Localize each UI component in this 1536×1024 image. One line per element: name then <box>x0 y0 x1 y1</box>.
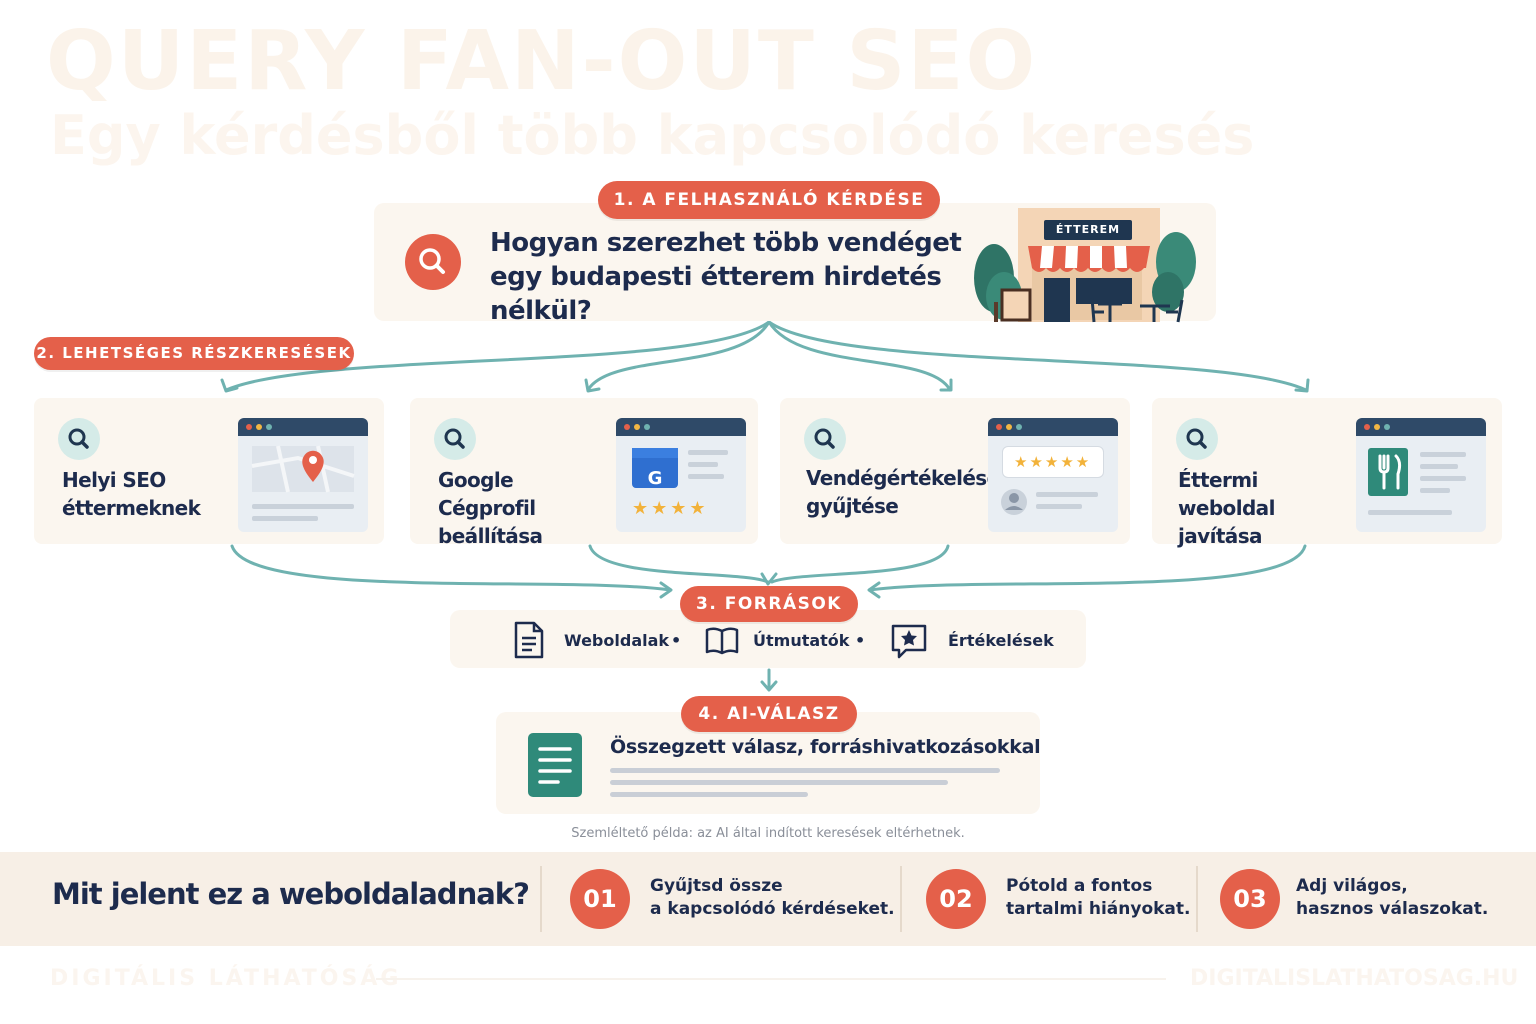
takeaway-line: Gyűjtsd össze <box>650 876 783 896</box>
divider <box>1196 866 1198 932</box>
step-number: 03 <box>1220 869 1280 929</box>
page-subtitle: Egy kérdésből több kapcsolódó keresés <box>50 104 1255 167</box>
footer-brand: DIGITÁLIS LÁTHATÓSÁG <box>50 966 402 991</box>
book-icon <box>704 626 740 656</box>
takeaway-line: Adj világos, <box>1296 876 1408 896</box>
step4-label: 4. AI-VÁLASZ <box>681 696 857 732</box>
takeaway-line: tartalmi hiányokat. <box>1006 899 1191 919</box>
page-title: QUERY FAN-OUT SEO <box>46 14 1038 109</box>
separator-dot: • <box>855 631 866 650</box>
search-icon <box>58 418 100 460</box>
rating-stars: ★★★★ <box>632 498 709 519</box>
restaurant-sign-text: ÉTTEREM <box>1055 223 1121 236</box>
step2-label: 2. LEHETSÉGES RÉSZKERESÉSEK <box>34 337 354 370</box>
subquery-card-reviews: Vendégértékelések gyűjtése ★★★★★ <box>780 398 1130 544</box>
card-label: Éttermi weboldal javítása <box>1178 468 1275 548</box>
footer-url: DIGITALISLATHATOSAG.HU <box>1190 966 1519 991</box>
takeaway-line: a kapcsolódó kérdéseket. <box>650 899 895 919</box>
answer-document-icon <box>528 733 582 797</box>
subquery-card-google-profile: Google Cégprofil beállítása G ★★★★ <box>410 398 758 548</box>
search-icon <box>1176 418 1218 460</box>
takeaway-3: Adj világos, hasznos válaszokat. <box>1296 875 1488 921</box>
search-icon <box>804 418 846 460</box>
map-pin-icon <box>238 418 368 532</box>
search-icon <box>434 418 476 460</box>
restaurant-illustration: ÉTTEREM <box>972 206 1198 324</box>
takeaway-2: Pótold a fontos tartalmi hiányokat. <box>1006 875 1191 921</box>
separator-dot: • <box>671 631 682 650</box>
source-guides: Útmutatók <box>753 631 850 650</box>
footnote: Szemléltető példa: az AI által indított … <box>571 826 965 841</box>
takeaway-line: hasznos válaszokat. <box>1296 899 1489 919</box>
source-reviews: Értékelések <box>948 631 1054 650</box>
step3-label: 3. FORRÁSOK <box>680 586 858 622</box>
source-websites: Weboldalak <box>564 631 670 650</box>
document-icon <box>512 620 546 660</box>
svg-text:G: G <box>648 468 663 489</box>
divider <box>900 866 902 932</box>
search-icon <box>405 234 461 290</box>
footer-divider <box>376 978 1166 980</box>
step-number: 02 <box>926 869 986 929</box>
divider <box>540 866 542 932</box>
rating-stars: ★★★★★ <box>1014 453 1092 471</box>
ai-answer-summary: Összegzett válasz, forráshivatkozásokkal <box>610 736 1041 758</box>
subquery-card-local-seo: Helyi SEO éttermeknek <box>34 398 384 544</box>
step1-label: 1. A FELHASZNÁLÓ KÉRDÉSE <box>598 181 940 219</box>
google-business-icon: G ★★★★ <box>616 418 746 532</box>
star-speech-icon <box>890 622 928 660</box>
takeaways-band <box>0 852 1536 946</box>
subquery-card-website: Éttermi weboldal javítása <box>1152 398 1502 548</box>
fork-knife-icon <box>1356 418 1486 532</box>
card-label: Vendégértékelések gyűjtése <box>806 466 1013 518</box>
step-number: 01 <box>570 869 630 929</box>
text-placeholder-lines <box>610 768 1000 798</box>
takeaway-1: Gyűjtsd össze a kapcsolódó kérdéseket. <box>650 875 895 921</box>
card-label: Google Cégprofil beállítása <box>438 468 543 548</box>
user-question: Hogyan szerezhet több vendéget egy budap… <box>490 228 962 326</box>
card-label: Helyi SEO éttermeknek <box>62 468 201 520</box>
review-stars-icon: ★★★★★ <box>988 418 1118 532</box>
takeaways-title: Mit jelent ez a weboldaladnak? <box>52 877 530 911</box>
takeaway-line: Pótold a fontos <box>1006 876 1153 896</box>
